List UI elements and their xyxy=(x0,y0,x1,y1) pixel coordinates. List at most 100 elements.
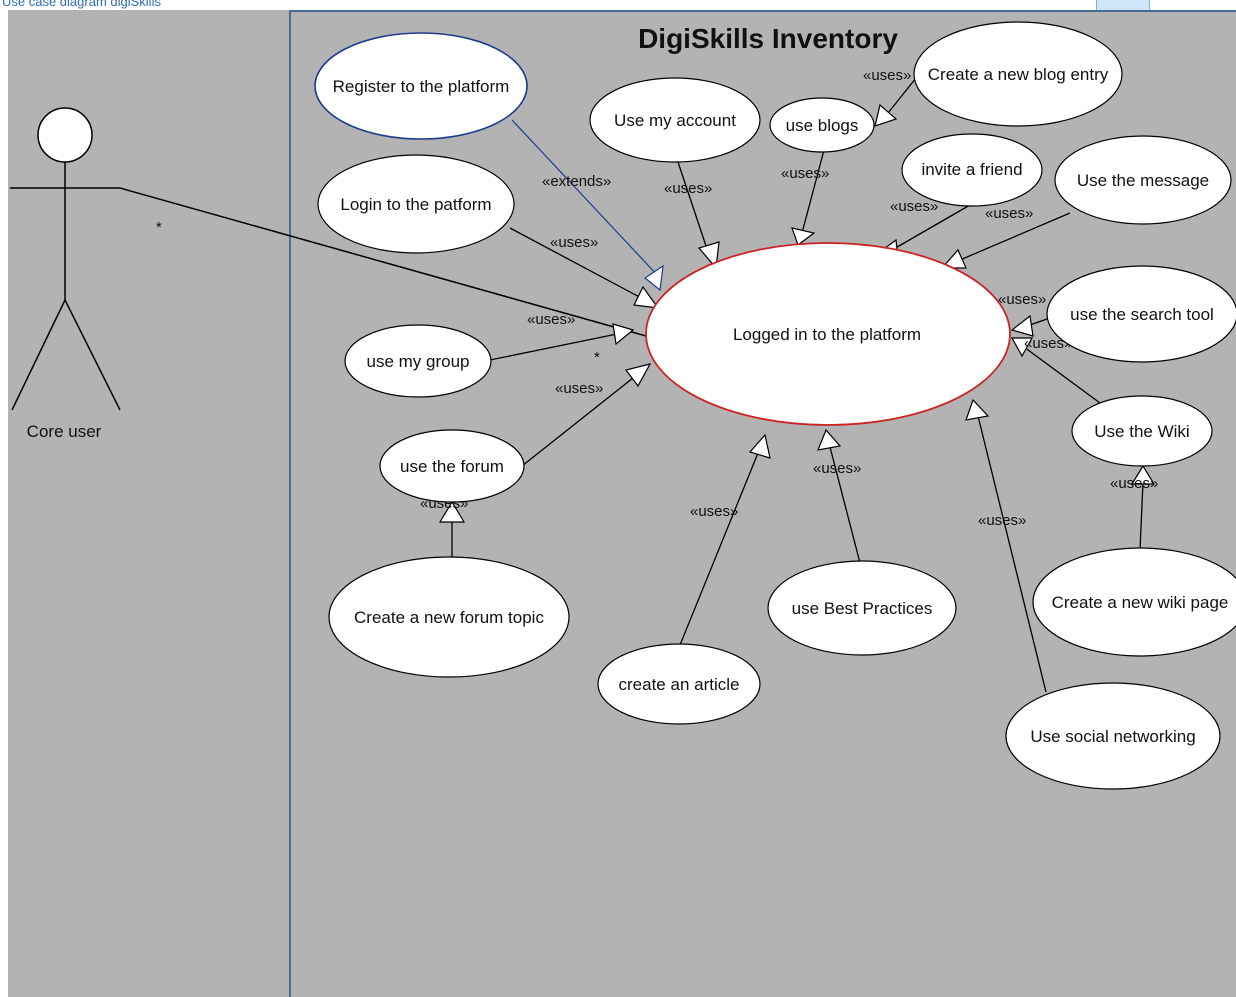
use-cases: Register to the platform Use my account … xyxy=(314,21,1236,790)
use-case-ellipse[interactable] xyxy=(1032,547,1236,657)
use-case-ellipse[interactable] xyxy=(344,324,492,398)
use-case-ellipse[interactable] xyxy=(1046,265,1236,363)
use-case-ellipse[interactable] xyxy=(589,77,761,163)
rel-label-wikipage: «uses» xyxy=(1110,475,1158,492)
relations xyxy=(438,77,1156,693)
rel-label-bestpractices: «uses» xyxy=(813,460,861,477)
use-case-ellipse[interactable] xyxy=(767,560,957,656)
diagram-title: DigiSkills Inventory xyxy=(638,23,898,54)
use-case-ellipse[interactable] xyxy=(314,32,528,140)
rel-line-social xyxy=(977,415,1047,693)
use-case-forum[interactable]: use the forum xyxy=(379,429,525,503)
rel-arrow-wiki xyxy=(1010,337,1034,358)
rel-line-blogentry xyxy=(887,77,917,114)
rel-arrow-wikipage xyxy=(1130,464,1156,485)
rel-label-social: «uses» xyxy=(978,512,1026,529)
use-case-wikipage[interactable]: Create a new wiki page xyxy=(1032,547,1236,657)
use-case-forumtopic[interactable]: Create a new forum topic xyxy=(328,556,570,678)
rel-label-search: «uses» xyxy=(998,291,1046,308)
use-case-label: Register to the platform xyxy=(333,77,510,96)
use-case-bestpractices[interactable]: use Best Practices xyxy=(767,560,957,656)
use-case-blogs[interactable]: use blogs xyxy=(769,97,875,153)
rel-label-blogs: «uses» xyxy=(781,165,829,182)
use-case-social[interactable]: Use social networking xyxy=(1005,682,1221,790)
use-case-label: invite a friend xyxy=(921,160,1022,179)
use-case-ellipse[interactable] xyxy=(769,97,875,153)
use-case-label: create an article xyxy=(619,675,740,694)
use-case-ellipse[interactable] xyxy=(379,429,525,503)
use-case-blogentry[interactable]: Create a new blog entry xyxy=(913,21,1123,127)
rel-label-register: «extends» xyxy=(542,173,611,190)
use-case-register[interactable]: Register to the platform xyxy=(314,32,528,140)
rel-line-message xyxy=(959,212,1071,261)
use-case-article[interactable]: create an article xyxy=(597,643,761,725)
rel-arrow-bestpractices xyxy=(817,428,842,451)
central-use-case-ellipse[interactable] xyxy=(645,242,1011,426)
use-case-ellipse[interactable] xyxy=(913,21,1123,127)
use-case-label: Use the message xyxy=(1077,171,1209,190)
use-case-ellipse[interactable] xyxy=(328,556,570,678)
actor-name: Core user xyxy=(27,422,102,441)
use-case-label: use the forum xyxy=(400,457,504,476)
central-use-case-label: Logged in to the platform xyxy=(733,325,921,344)
clipped-toolbar-button[interactable] xyxy=(1096,0,1150,10)
rel-line-article xyxy=(679,452,759,646)
use-case-label: use Best Practices xyxy=(792,599,933,618)
use-case-search[interactable]: use the search tool xyxy=(1046,265,1236,363)
central-use-case[interactable]: Logged in to the platform xyxy=(645,242,1011,426)
rel-label-message: «uses» xyxy=(985,205,1033,222)
rel-label-forum: «uses» xyxy=(555,380,603,397)
use-case-label: Create a new wiki page xyxy=(1052,593,1229,612)
rel-arrow-blogs xyxy=(791,227,816,246)
use-case-label: Use the Wiki xyxy=(1094,422,1189,441)
rel-line-bestpractices xyxy=(829,446,861,564)
use-case-invite[interactable]: invite a friend xyxy=(901,133,1043,207)
use-case-message[interactable]: Use the message xyxy=(1054,135,1232,225)
actor-multiplicity-actor-end: * xyxy=(156,219,162,236)
rel-label-login: «uses» xyxy=(550,234,598,251)
use-case-ellipse[interactable] xyxy=(317,154,515,254)
rel-label-group: «uses» xyxy=(527,311,575,328)
rel-line-wikipage xyxy=(1139,481,1144,551)
use-case-ellipse[interactable] xyxy=(1005,682,1221,790)
use-case-wiki[interactable]: Use the Wiki xyxy=(1071,395,1213,467)
rel-line-invite xyxy=(891,204,971,251)
actor-association-line xyxy=(119,187,647,337)
actor-core-user[interactable]: Core user xyxy=(10,107,121,441)
rel-line-forum xyxy=(521,373,639,467)
use-case-label: Login to the patform xyxy=(340,195,491,214)
use-case-group[interactable]: use my group xyxy=(344,324,492,398)
rel-line-group xyxy=(489,333,618,361)
actor-leg-left xyxy=(11,299,66,411)
rel-arrow-login xyxy=(633,285,660,309)
use-case-label: Use my account xyxy=(614,111,736,130)
clipped-header-text: Use case diagram digiSkills xyxy=(2,0,161,9)
actor-leg-right xyxy=(64,299,121,411)
rel-arrow-search xyxy=(1010,314,1034,337)
rel-arrow-register xyxy=(643,264,664,292)
diagram-background xyxy=(8,10,1236,997)
rel-line-account xyxy=(677,161,710,256)
rel-line-wiki xyxy=(1023,346,1101,404)
use-case-ellipse[interactable] xyxy=(597,643,761,725)
use-case-label: Create a new blog entry xyxy=(928,65,1109,84)
use-case-label: use blogs xyxy=(786,116,859,135)
use-case-login[interactable]: Login to the patform xyxy=(317,154,515,254)
rel-arrow-forumtopic xyxy=(438,500,466,523)
use-case-label: use the search tool xyxy=(1070,305,1214,324)
rel-line-blogs xyxy=(801,149,825,234)
use-case-account[interactable]: Use my account xyxy=(589,77,761,163)
rel-arrow-social xyxy=(965,398,990,421)
actor-multiplicity-usecase-end: * xyxy=(594,349,600,366)
use-case-label: Create a new forum topic xyxy=(354,608,544,627)
use-case-ellipse[interactable] xyxy=(1071,395,1213,467)
actor-head xyxy=(37,107,93,163)
rel-label-article: «uses» xyxy=(690,503,738,520)
use-case-ellipse[interactable] xyxy=(901,133,1043,207)
rel-arrow-group xyxy=(612,323,635,346)
use-case-ellipse[interactable] xyxy=(1054,135,1232,225)
rel-arrow-forum xyxy=(624,363,652,388)
rel-arrow-article xyxy=(748,433,771,459)
use-case-label: Use social networking xyxy=(1030,727,1195,746)
